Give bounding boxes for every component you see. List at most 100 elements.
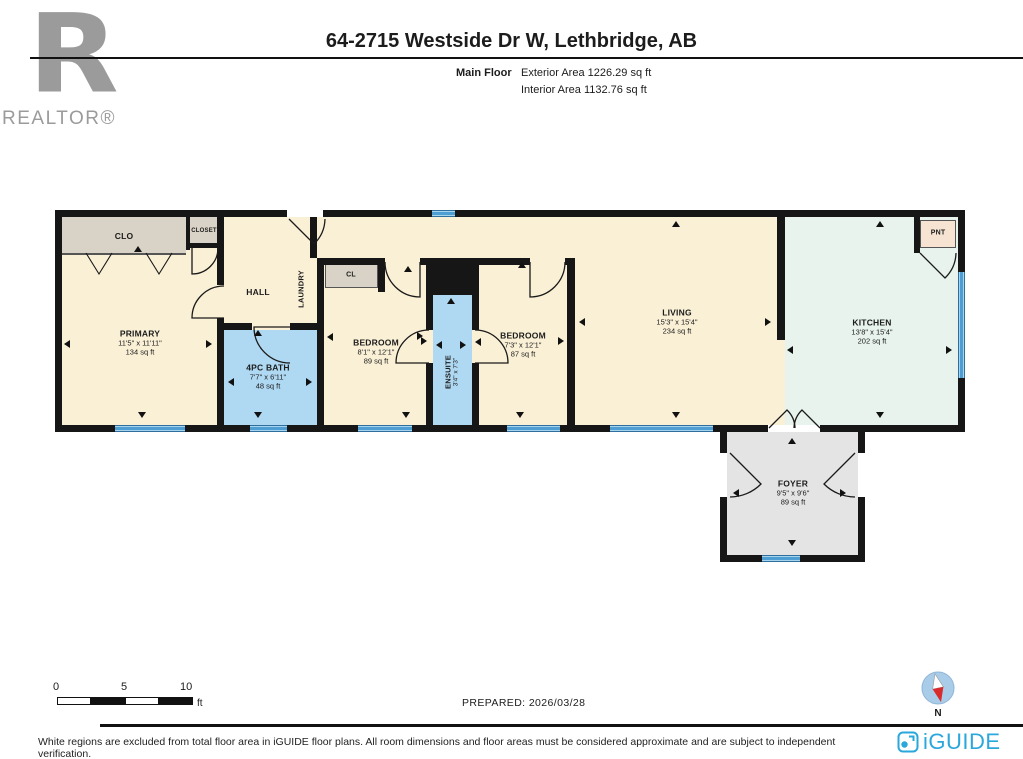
room-pantry <box>920 220 956 248</box>
scale-bar-segment <box>125 697 159 705</box>
window <box>432 210 455 217</box>
measure-arrow-icon <box>460 341 466 349</box>
window <box>610 425 713 432</box>
scale-bar-segment <box>57 697 91 705</box>
disclaimer-text: White regions are excluded from total fl… <box>38 736 836 759</box>
measure-arrow-icon <box>327 333 333 341</box>
window <box>958 272 965 378</box>
scale-bar-segment <box>91 697 125 705</box>
compass-icon <box>921 671 955 705</box>
wall <box>426 295 433 330</box>
measure-arrow-icon <box>206 340 212 348</box>
wall <box>310 217 317 258</box>
measure-arrow-icon <box>876 412 884 418</box>
room-label-living: LIVING 15'3" x 15'4" 234 sq ft <box>656 307 698 336</box>
measure-arrow-icon <box>518 262 526 268</box>
wall <box>186 217 190 250</box>
wall <box>323 210 965 217</box>
room-label-ensuite: ENSUITE 3'4" x 7'3" <box>443 355 460 389</box>
realtor-logo-text: REALTOR® <box>2 108 116 129</box>
measure-arrow-icon <box>788 438 796 444</box>
measure-arrow-icon <box>447 298 455 304</box>
window <box>115 425 185 432</box>
wall <box>217 318 224 425</box>
measure-arrow-icon <box>421 337 427 345</box>
measure-arrow-icon <box>946 346 952 354</box>
prepared-date: PREPARED: 2026/03/28 <box>462 697 586 709</box>
footer-divider <box>100 724 1023 727</box>
wall <box>858 425 865 453</box>
wall <box>777 217 785 340</box>
measure-arrow-icon <box>840 489 846 497</box>
measure-arrow-icon <box>402 412 410 418</box>
room-label-bedroom2: BEDROOM 7'3" x 12'1" 87 sq ft <box>500 330 546 359</box>
wall <box>720 555 762 562</box>
measure-arrow-icon <box>64 340 70 348</box>
wall <box>720 425 727 453</box>
wall <box>914 217 920 253</box>
iguide-logo: iGUIDE <box>897 729 1001 755</box>
room-label-closet: CLOSET <box>191 228 217 234</box>
iguide-logo-icon <box>897 731 919 753</box>
scale-tick-10: 10 <box>180 681 193 693</box>
scale-tick-0: 0 <box>53 681 60 693</box>
measure-arrow-icon <box>228 378 234 386</box>
window <box>250 425 287 432</box>
scale-bar-segment <box>159 697 193 705</box>
measure-arrow-icon <box>788 540 796 546</box>
wall <box>317 258 324 425</box>
wall <box>55 210 287 217</box>
room-label-bath: 4PC BATH 7'7" x 6'11" 48 sq ft <box>246 362 290 391</box>
room-label-bedroom1: BEDROOM 8'1" x 12'1" 89 sq ft <box>353 337 399 366</box>
scale-unit: ft <box>197 698 203 709</box>
measure-arrow-icon <box>138 412 146 418</box>
measure-arrow-icon <box>516 412 524 418</box>
exterior-area: Exterior Area 1226.29 sq ft <box>521 67 652 79</box>
measure-arrow-icon <box>404 266 412 272</box>
measure-arrow-icon <box>475 338 481 346</box>
wall <box>217 217 224 285</box>
window <box>762 555 800 562</box>
room-kitchen <box>785 217 958 425</box>
window <box>507 425 560 432</box>
iguide-logo-text: iGUIDE <box>923 729 1001 754</box>
measure-arrow-icon <box>672 412 680 418</box>
measure-arrow-icon <box>733 489 739 497</box>
wall <box>188 243 224 248</box>
wall <box>472 363 479 425</box>
room-label-hall: HALL <box>246 287 270 297</box>
wall <box>567 258 575 425</box>
room-label-laundry: LAUNDRY <box>296 270 306 308</box>
room-clo <box>62 217 186 255</box>
measure-arrow-icon <box>306 378 312 386</box>
wall <box>224 323 252 330</box>
measure-arrow-icon <box>254 330 262 336</box>
wall <box>472 258 530 265</box>
room-label-kitchen: KITCHEN 13'8" x 15'4" 202 sq ft <box>851 317 893 346</box>
wall <box>378 258 385 292</box>
measure-arrow-icon <box>787 346 793 354</box>
measure-arrow-icon <box>765 318 771 326</box>
window <box>358 425 412 432</box>
room-ensuite <box>433 295 472 425</box>
room-label-cl: CL <box>346 271 356 279</box>
measure-arrow-icon <box>134 246 142 252</box>
measure-arrow-icon <box>876 221 884 227</box>
wall <box>55 210 62 432</box>
measure-arrow-icon <box>558 337 564 345</box>
wall <box>426 258 479 295</box>
floor-label: Main Floor <box>456 67 512 79</box>
wall <box>858 497 865 562</box>
wall <box>820 425 965 432</box>
wall <box>800 555 865 562</box>
measure-arrow-icon <box>436 341 442 349</box>
scale-tick-5: 5 <box>121 681 128 693</box>
realtor-logo-icon: R <box>28 0 119 118</box>
wall <box>472 295 479 330</box>
page-title: 64-2715 Westside Dr W, Lethbridge, AB <box>325 30 698 52</box>
wall <box>290 323 317 330</box>
header-divider <box>30 57 1023 59</box>
measure-arrow-icon <box>254 412 262 418</box>
